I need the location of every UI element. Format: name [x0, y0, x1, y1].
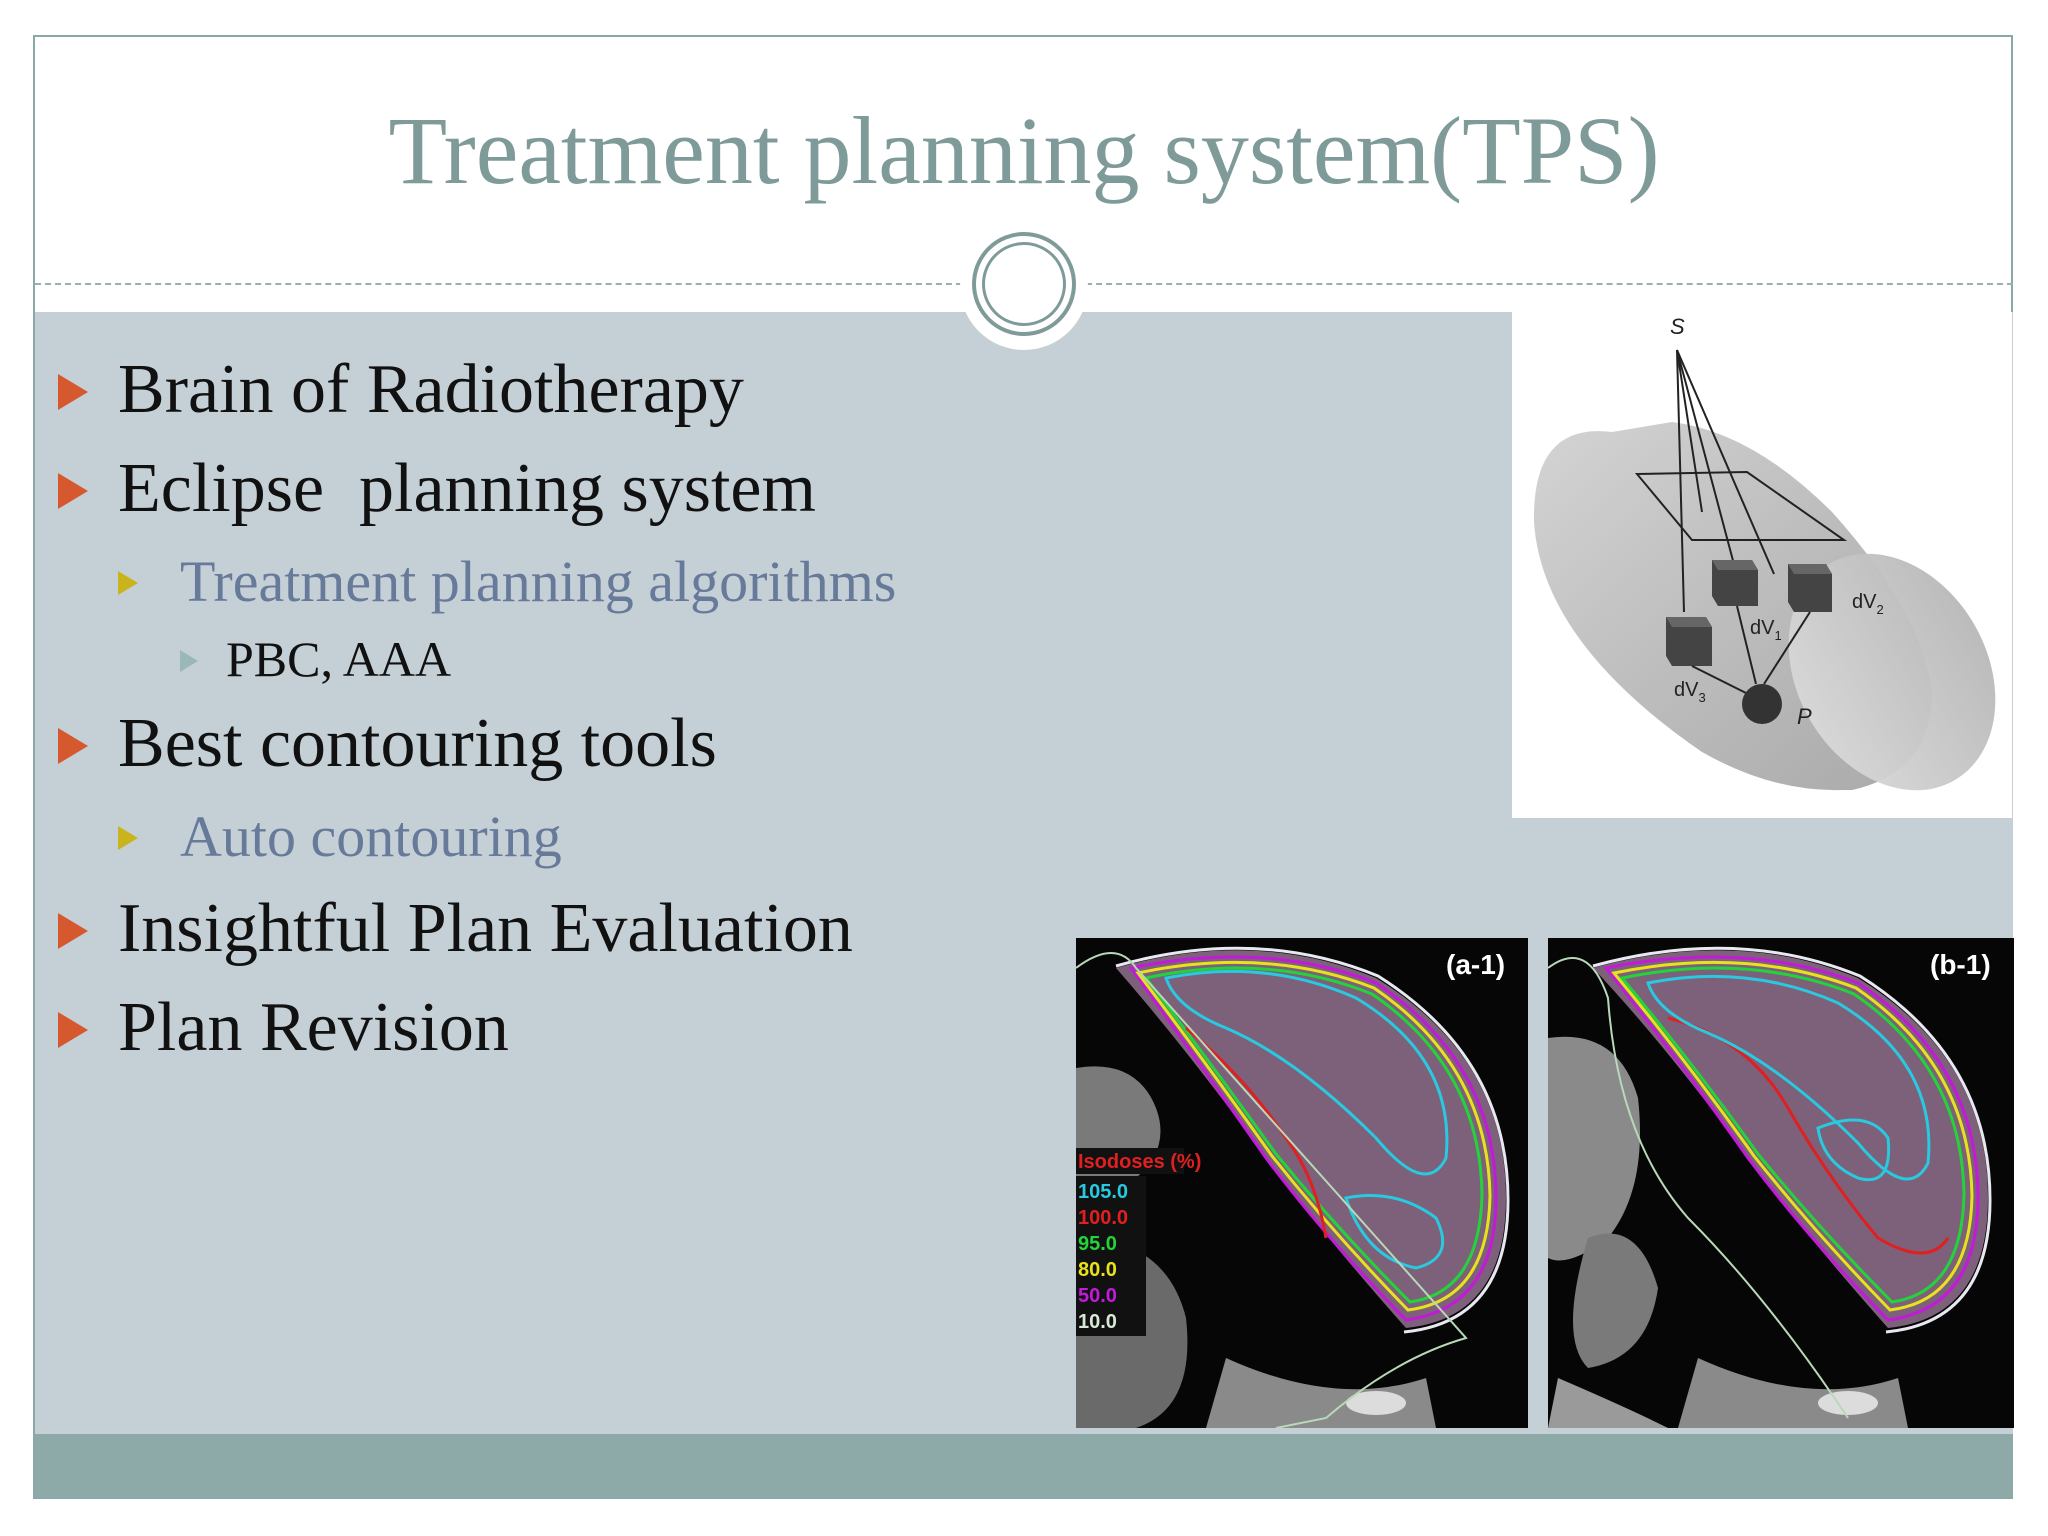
bullet-text: Best contouring tools — [118, 704, 717, 782]
dv3-label: dV3 — [1674, 679, 1706, 705]
point-p-icon — [1742, 684, 1782, 724]
dv1-label: dV1 — [1750, 617, 1782, 643]
diagram-svg: S P dV1 dV2 dV3 — [1533, 314, 1996, 791]
ct-image-b: (b-1) — [1548, 938, 2014, 1428]
isodose-level: 100.0 — [1078, 1207, 1128, 1229]
arrow-bullet-icon — [118, 571, 138, 595]
sub-bullet-item: Treatment planning algorithms — [58, 538, 1108, 624]
bullet-text: Auto contouring — [180, 803, 562, 869]
arrow-bullet-icon — [58, 472, 88, 509]
bullet-item: Eclipse planning system — [58, 439, 1108, 538]
ct-image-panel-b: (b-1) — [1548, 938, 2014, 1428]
arrow-bullet-icon — [180, 650, 198, 672]
point-label: P — [1797, 704, 1812, 729]
isodose-legend-title: Isodoses (%) — [1078, 1151, 1201, 1173]
bullet-text: PBC, AAA — [226, 631, 452, 687]
ct-panel-b-label: (b-1) — [1930, 949, 1991, 980]
arrow-bullet-icon — [58, 727, 88, 764]
arrow-bullet-icon — [58, 1011, 88, 1048]
sub-bullet-item: Auto contouring — [58, 793, 1108, 879]
isodose-lines — [1076, 946, 1510, 1428]
arrow-bullet-icon — [118, 826, 138, 850]
voxel-dv1 — [1712, 560, 1758, 606]
bullet-item: Best contouring tools — [58, 694, 1108, 793]
ct-panel-a-label: (a-1) — [1446, 949, 1505, 980]
isodose-level: 105.0 — [1078, 1181, 1128, 1203]
divider-circle-icon — [972, 232, 1076, 336]
isodose-level: 50.0 — [1078, 1285, 1117, 1307]
voxel-dv2 — [1788, 564, 1832, 612]
arrow-bullet-icon — [58, 373, 88, 410]
scatter-lines — [1691, 605, 1811, 697]
phantom-cylinder — [1533, 422, 1996, 791]
isodose-lines — [1548, 946, 1992, 1419]
isodose-level: 95.0 — [1078, 1233, 1117, 1255]
voxel-dv3 — [1666, 617, 1712, 666]
ct-image-panel-a: (a-1) Isodoses (%) 105.0 100.0 95.0 80.0… — [1076, 938, 1528, 1428]
dose-calculation-diagram: S P dV1 dV2 dV3 — [1512, 312, 2012, 818]
isodose-legend: Isodoses (%) 105.0 100.0 95.0 80.0 50.0 … — [1076, 1148, 1201, 1336]
bullet-text: Insightful Plan Evaluation — [118, 889, 853, 967]
bullet-text: Treatment planning algorithms — [180, 548, 897, 614]
isodose-level: 80.0 — [1078, 1259, 1117, 1281]
bullet-list: Brain of Radiotherapy Eclipse planning s… — [58, 340, 1108, 1077]
source-label: S — [1670, 314, 1685, 339]
sub-sub-bullet-item: PBC, AAA — [58, 624, 1108, 694]
isodose-level: 10.0 — [1078, 1311, 1117, 1333]
bullet-text: Plan Revision — [118, 988, 509, 1066]
footer-band — [35, 1434, 2013, 1498]
slide-title: Treatment planning system(TPS) — [388, 97, 1660, 204]
bullet-text: Brain of Radiotherapy — [118, 350, 744, 428]
bullet-item: Brain of Radiotherapy — [58, 340, 1108, 439]
arrow-bullet-icon — [58, 912, 88, 949]
dv2-label: dV2 — [1852, 591, 1884, 617]
ct-image-a: (a-1) Isodoses (%) 105.0 100.0 95.0 80.0… — [1076, 938, 1528, 1428]
bullet-item: Plan Revision — [58, 978, 1108, 1077]
bullet-item: Insightful Plan Evaluation — [58, 879, 1108, 978]
bullet-text: Eclipse planning system — [118, 449, 816, 527]
